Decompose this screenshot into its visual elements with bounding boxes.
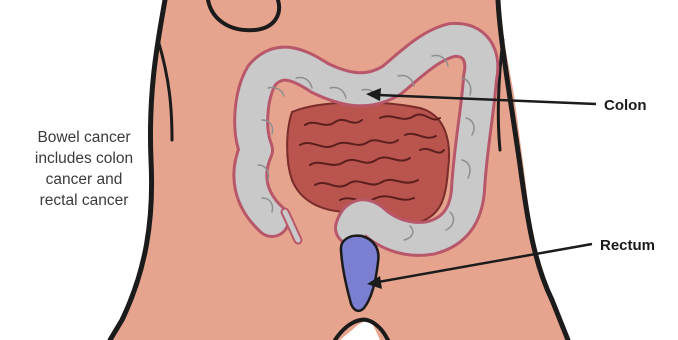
bowel-cancer-note: Bowel cancer includes colon cancer and r… [0, 127, 168, 211]
rectum-label: Rectum [600, 237, 655, 254]
colon-label: Colon [604, 97, 647, 114]
